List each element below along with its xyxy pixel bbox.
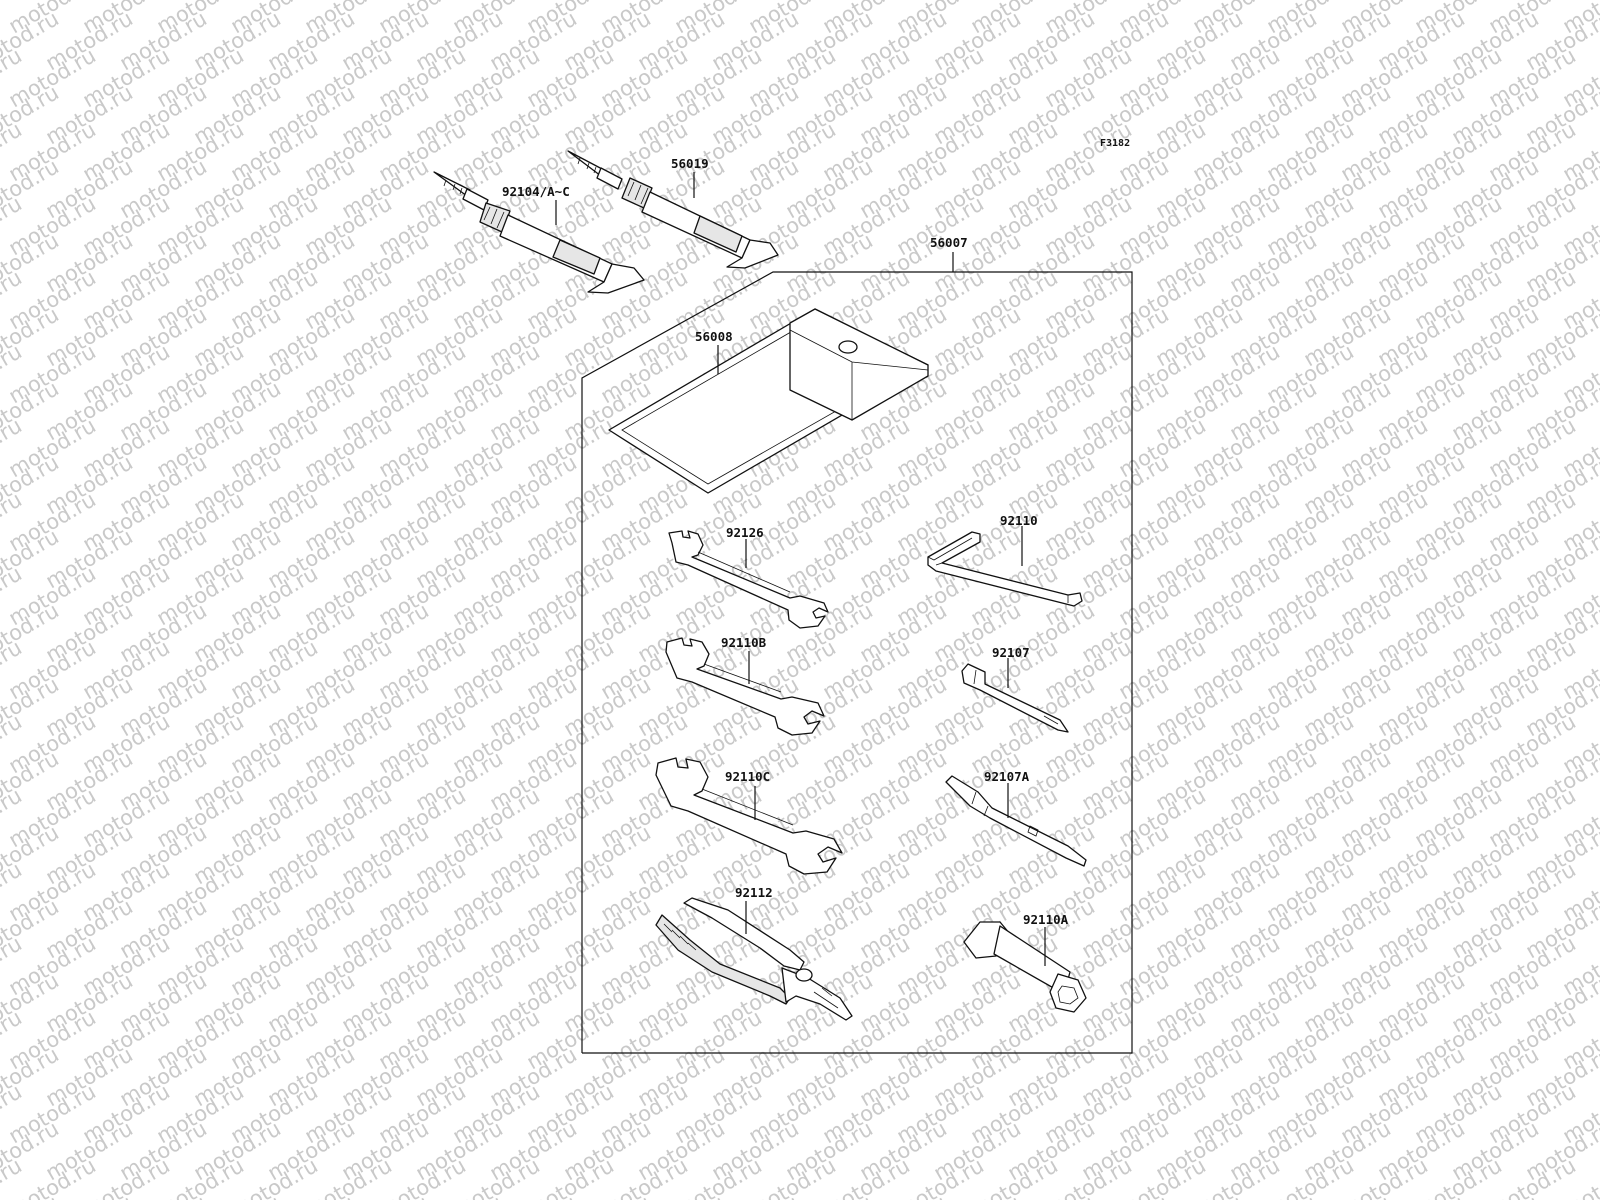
hex-key-icon [927, 531, 1083, 607]
screwdriver-bit-icon [961, 663, 1069, 733]
wrench-small-icon [668, 530, 829, 629]
tool-kit-outline [581, 252, 1133, 1054]
label-hex-key: 92110 [1000, 513, 1038, 528]
wrench-medium-icon [665, 637, 825, 736]
socket-wrench-icon [963, 921, 1087, 1013]
pliers-icon [655, 897, 853, 1021]
label-pliers: 92112 [735, 885, 773, 900]
label-wrench-medium: 92110B [721, 635, 767, 650]
label-grease-tube-a: 92104/A~C [502, 184, 570, 199]
label-socket-wrench: 92110A [1023, 912, 1069, 927]
label-tool-bag: 56008 [695, 329, 733, 344]
label-grease-tube-b: 56019 [671, 156, 709, 171]
screwdriver-handle-icon [945, 775, 1087, 867]
label-wrench-large: 92110C [725, 769, 770, 784]
label-screwdriver-bit: 92107 [992, 645, 1030, 660]
tool-bag-icon [608, 308, 929, 494]
figure-code: F3182 [1100, 138, 1130, 149]
label-tool-kit: 56007 [930, 235, 968, 250]
label-screwdriver-handle: 92107A [984, 769, 1030, 784]
grease-tube-a-icon [433, 171, 645, 294]
label-wrench-small: 92126 [726, 525, 764, 540]
grease-tube-b-icon [567, 150, 779, 269]
wrench-large-icon [655, 757, 843, 875]
